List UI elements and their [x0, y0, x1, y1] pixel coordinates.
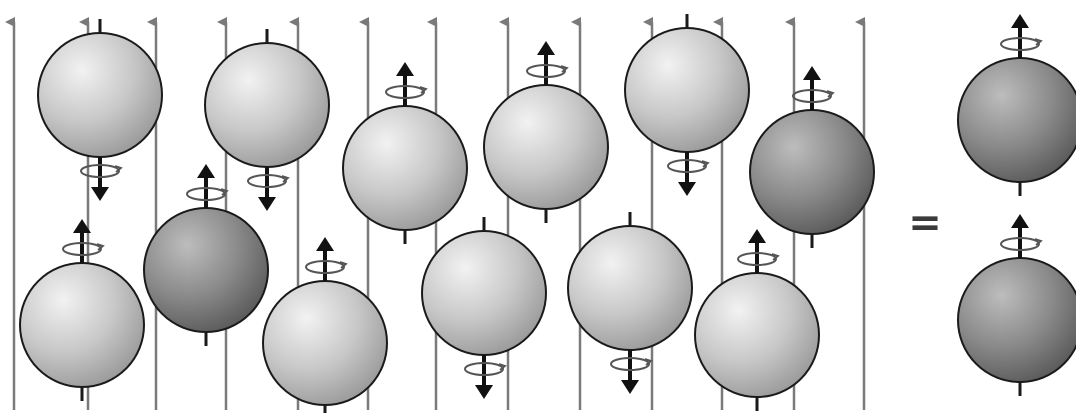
nucleus-sphere	[38, 33, 162, 157]
nucleus-sphere	[484, 85, 608, 209]
spin-ensemble	[20, 14, 874, 413]
spinning-nucleus	[20, 219, 144, 401]
nucleus-sphere	[568, 226, 692, 350]
arrow-up-icon	[537, 41, 555, 55]
arrow-down-icon	[621, 380, 639, 394]
nucleus-sphere	[625, 28, 749, 152]
nucleus-sphere	[205, 43, 329, 167]
arrow-up-icon	[803, 66, 821, 80]
nucleus-sphere	[695, 273, 819, 397]
spinning-nucleus	[38, 19, 162, 201]
equals-sign: =	[905, 198, 945, 248]
arrow-up-icon	[1011, 14, 1029, 28]
nucleus-sphere	[422, 231, 546, 355]
spinning-nucleus	[750, 66, 874, 248]
spinning-nucleus	[422, 217, 546, 399]
nucleus-sphere	[263, 281, 387, 405]
nucleus-sphere-dark	[750, 110, 874, 234]
nucleus-sphere	[20, 263, 144, 387]
net-spin-nucleus	[958, 14, 1076, 196]
arrow-up-icon	[748, 229, 766, 243]
arrow-down-icon	[91, 187, 109, 201]
net-magnetization	[958, 14, 1076, 396]
arrow-down-icon	[258, 197, 276, 211]
arrow-up-icon	[1011, 214, 1029, 228]
nucleus-sphere-dark	[144, 208, 268, 332]
spinning-nucleus	[695, 229, 819, 411]
spinning-nucleus	[625, 14, 749, 196]
spinning-nucleus	[343, 62, 467, 244]
net-spin-nucleus	[958, 214, 1076, 396]
arrow-up-icon	[396, 62, 414, 76]
arrow-up-icon	[316, 237, 334, 251]
arrow-up-icon	[197, 164, 215, 178]
spinning-nucleus	[484, 41, 608, 223]
spinning-nucleus	[144, 164, 268, 346]
arrow-down-icon	[678, 182, 696, 196]
nucleus-sphere-dark	[958, 258, 1076, 382]
nucleus-sphere	[343, 106, 467, 230]
nucleus-sphere-dark	[958, 58, 1076, 182]
spinning-nucleus	[568, 212, 692, 394]
spinning-nucleus	[205, 29, 329, 211]
arrow-down-icon	[475, 385, 493, 399]
